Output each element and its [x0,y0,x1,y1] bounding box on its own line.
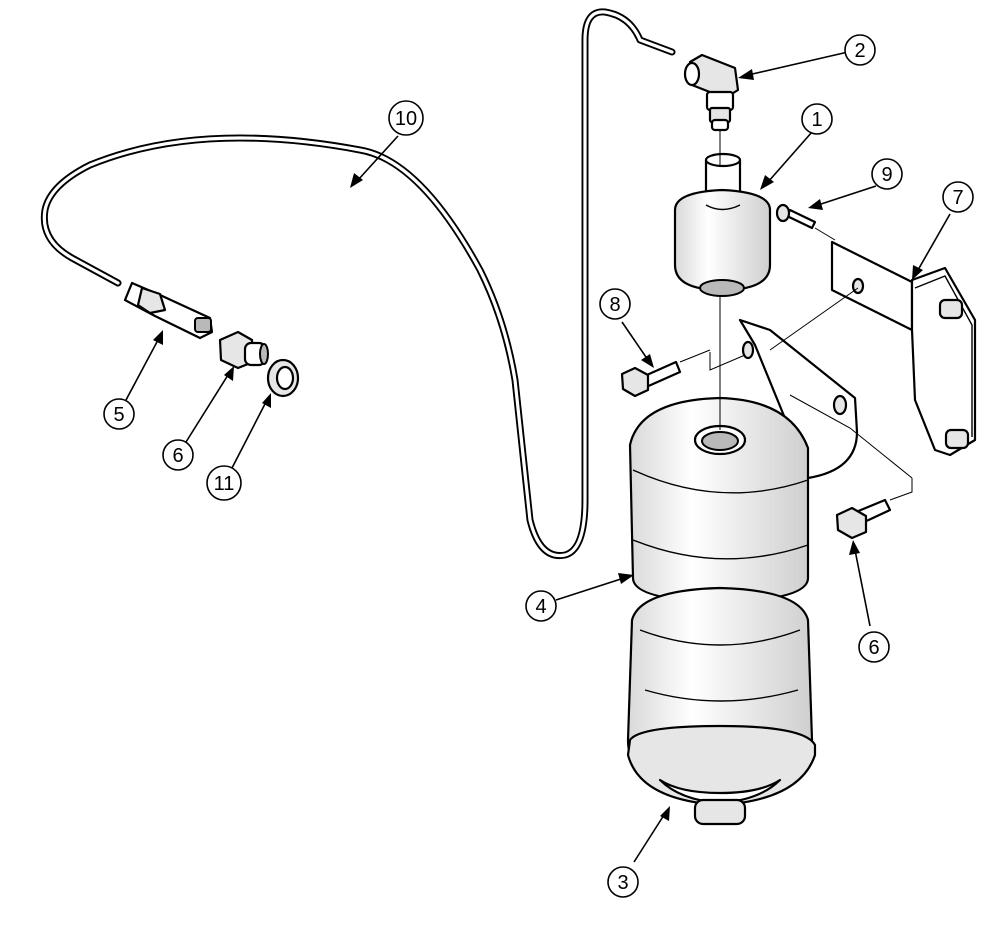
callout-2: 2 [844,34,876,66]
callout-label-5: 5 [113,404,124,426]
callout-6-fitting: 6 [162,439,194,471]
callout-7: 7 [942,181,974,213]
callout-11: 11 [206,465,242,501]
filter-canister [626,586,817,826]
callout-5: 5 [103,398,135,430]
assembly-guide-lines [679,130,913,501]
callout-label-2: 2 [854,40,865,62]
callout-8: 8 [599,288,631,320]
callout-10: 10 [388,100,424,136]
callout-label-6a: 6 [172,445,183,467]
callout-1: 1 [801,103,833,135]
callout-label-3: 3 [617,872,628,894]
callout-label-1: 1 [811,109,822,131]
bolt-upper [620,360,682,398]
adapter [673,152,772,297]
callout-label-10: 10 [395,108,417,130]
callout-label-4: 4 [535,596,546,618]
callout-label-6b: 6 [868,637,879,659]
bolt-lower [835,498,892,540]
callout-4: 4 [525,590,557,622]
callout-label-11: 11 [214,473,235,495]
filter-head [628,318,859,604]
callout-9: 9 [871,158,903,190]
tube-fitting [123,281,214,340]
screw-small [775,203,817,230]
callout-label-8: 8 [609,294,620,316]
callout-6-bolt: 6 [858,631,890,663]
seal-ring [266,358,300,398]
tube-assembly [40,8,676,560]
bracket-plate [830,240,977,457]
elbow-fitting [683,53,740,132]
hex-adapter [218,330,269,370]
leader-lines [125,51,951,863]
callout-label-7: 7 [952,187,963,209]
callout-3: 3 [607,866,639,898]
callout-label-9: 9 [881,164,892,186]
